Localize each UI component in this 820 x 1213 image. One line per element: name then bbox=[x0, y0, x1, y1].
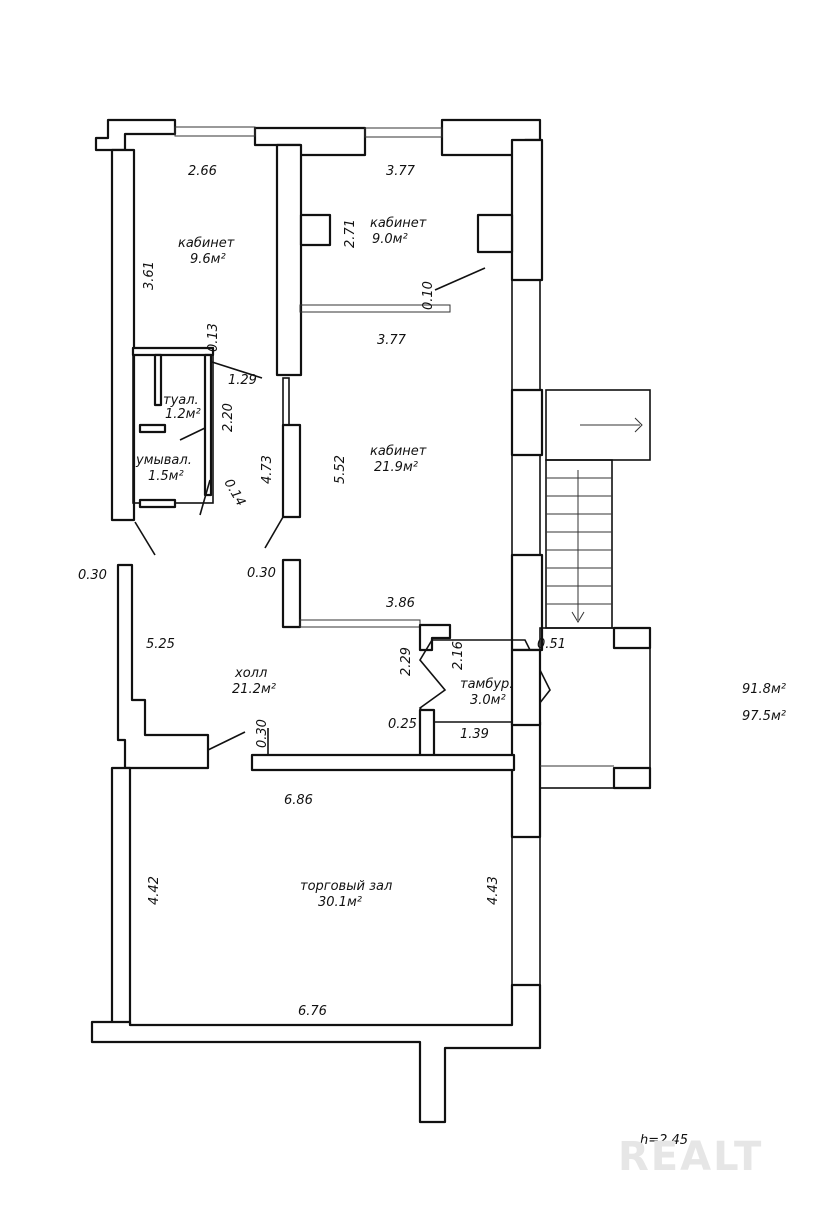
right-wall-upper bbox=[510, 138, 544, 282]
porch-pillar-top bbox=[612, 626, 652, 650]
left-wall-hall bbox=[116, 563, 210, 770]
interior-walls bbox=[131, 143, 551, 772]
room-area-cabinet-3: 21.9м² bbox=[374, 460, 418, 475]
left-wall-upper bbox=[110, 148, 136, 522]
dim-vest-025: 0.25 bbox=[388, 717, 417, 732]
outer-walls bbox=[90, 118, 544, 1124]
room-label-vestibule: тамбур. bbox=[460, 677, 513, 692]
right-wall-sales-top bbox=[510, 720, 542, 839]
dim-cab3-height: 5.52 bbox=[333, 455, 348, 484]
room-area-hall: 21.2м² bbox=[232, 682, 276, 697]
dim-wash-014: 0.14 bbox=[221, 477, 248, 510]
wc-toilet-bottom bbox=[138, 423, 167, 434]
wall-cab3-west-upper bbox=[281, 423, 302, 519]
cab2-pilaster-right bbox=[476, 213, 514, 254]
window-right-sales bbox=[511, 836, 541, 986]
watermark: REALT bbox=[618, 1134, 763, 1180]
ceiling-height: h=2.45 bbox=[640, 1133, 688, 1148]
dim-toilet-129: 1.29 bbox=[228, 373, 257, 388]
top-wall-left bbox=[94, 118, 177, 152]
cab2-pilaster-left bbox=[299, 213, 332, 247]
stair-flight bbox=[545, 459, 613, 629]
wc-door-small bbox=[211, 361, 263, 379]
wc-partition-v bbox=[203, 353, 213, 497]
wall-hall-sales bbox=[250, 753, 516, 772]
dim-cab3-bottom: 3.86 bbox=[386, 596, 415, 611]
porch bbox=[539, 627, 651, 789]
wc-door-wash bbox=[199, 479, 211, 516]
stair-arrow-head-down bbox=[571, 611, 585, 623]
wall-cab1-cab2 bbox=[275, 143, 303, 377]
wc-partition-top bbox=[131, 346, 215, 357]
room-label-washroom: умывал. bbox=[135, 453, 192, 468]
total-area-2: 97.5м² bbox=[742, 709, 786, 724]
window-top-2 bbox=[364, 127, 443, 138]
dim-hall-030-left: 0.30 bbox=[78, 568, 107, 583]
wc-bottom bbox=[138, 498, 177, 509]
room-area-toilet: 1.2м² bbox=[165, 407, 201, 422]
room-labels: кабинет 9.6м² кабинет 9.0м² кабинет 21.9… bbox=[135, 216, 513, 910]
left-wall-sales bbox=[110, 766, 132, 1028]
dim-cab2-top: 3.77 bbox=[386, 164, 416, 179]
room-label-toilet: туал. bbox=[163, 393, 199, 408]
wall-cab3-west-lower bbox=[281, 558, 302, 629]
dimension-labels: 2.66 3.61 3.77 2.71 0.10 3.77 5.52 3.86 … bbox=[78, 164, 566, 1019]
dim-cab2-height: 2.71 bbox=[343, 219, 358, 248]
dim-vest-216: 2.16 bbox=[451, 641, 466, 670]
dim-toilet-220: 2.20 bbox=[221, 403, 236, 432]
exterior-stairs bbox=[539, 389, 652, 790]
room-area-cabinet-1: 9.6м² bbox=[190, 252, 226, 267]
right-pier-2 bbox=[510, 553, 544, 652]
window-top-1 bbox=[174, 126, 256, 137]
dim-sales-right: 4.43 bbox=[486, 876, 501, 905]
room-area-washroom: 1.5м² bbox=[148, 469, 184, 484]
bottom-wall bbox=[90, 983, 542, 1124]
dim-sales-bottom: 6.76 bbox=[298, 1004, 327, 1019]
porch-pillar-bottom bbox=[612, 766, 652, 790]
dim-hall-525: 5.25 bbox=[146, 637, 175, 652]
room-label-sales-hall: торговый зал bbox=[300, 879, 392, 894]
door-cab2 bbox=[434, 267, 486, 291]
dim-corr-473: 4.73 bbox=[260, 455, 275, 484]
dim-hall-229: 2.29 bbox=[399, 647, 414, 676]
room-label-cabinet-2: кабинет bbox=[370, 216, 427, 231]
room-label-cabinet-3: кабинет bbox=[370, 444, 427, 459]
dim-hall-030-bottom: 0.30 bbox=[255, 719, 270, 748]
vestibule-wall-right bbox=[510, 648, 542, 727]
top-wall-middle bbox=[253, 126, 367, 157]
dim-cab1-left: 3.61 bbox=[142, 261, 157, 290]
dim-cab1-top: 2.66 bbox=[188, 164, 217, 179]
dim-vest-139: 1.39 bbox=[460, 727, 489, 742]
room-area-vestibule: 3.0м² bbox=[470, 693, 506, 708]
room-area-sales-hall: 30.1м² bbox=[318, 895, 362, 910]
wc-door-toilet bbox=[179, 427, 206, 441]
stair-arrow-head-top bbox=[634, 417, 643, 433]
dim-wall-010: 0.10 bbox=[421, 281, 436, 310]
door-corridor bbox=[264, 516, 284, 549]
vestibule-wall-left bbox=[418, 623, 452, 652]
dim-cab3-top: 3.77 bbox=[377, 333, 407, 348]
dim-sales-top: 6.86 bbox=[284, 793, 313, 808]
dim-sales-left: 4.42 bbox=[147, 876, 162, 905]
wc-partition-mid bbox=[153, 353, 163, 407]
door-cab3 bbox=[282, 377, 290, 426]
window-right-mid bbox=[511, 454, 541, 556]
vestibule-wall-bottom-left bbox=[418, 708, 436, 760]
room-label-cabinet-1: кабинет bbox=[178, 236, 235, 251]
dim-vest-051: 0.51 bbox=[537, 637, 566, 652]
room-area-cabinet-2: 9.0м² bbox=[372, 232, 408, 247]
dim-toilet-013: 0.13 bbox=[206, 323, 221, 352]
wall-cab2-cab3 bbox=[299, 304, 451, 313]
right-pier-1 bbox=[510, 388, 544, 457]
room-label-hall: холл bbox=[234, 666, 267, 681]
window-right-upper bbox=[511, 279, 541, 391]
total-area-1: 91.8м² bbox=[742, 682, 786, 697]
door-wc-block bbox=[134, 521, 156, 556]
wall-cab3-bottom bbox=[299, 619, 421, 628]
dim-hall-030-mid: 0.30 bbox=[247, 566, 276, 581]
door-sales bbox=[207, 731, 246, 751]
summary: 91.8м² 97.5м² h=2.45 REALT bbox=[618, 682, 786, 1180]
